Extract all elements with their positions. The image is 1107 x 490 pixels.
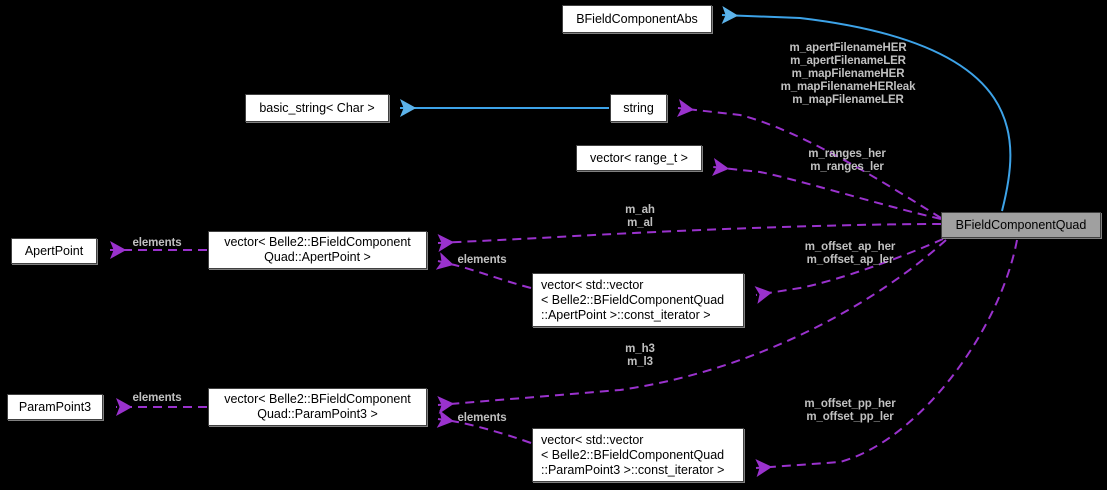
edge-label-ranges: m_ranges_her m_ranges_ler [808, 148, 886, 173]
edge-label-ah-al: m_ah m_al [625, 204, 655, 229]
node-bfieldcomponentabs[interactable]: BFieldComponentAbs [562, 5, 712, 33]
edge-label-elements-apertpoint-iterator: elements [457, 254, 507, 266]
node-string[interactable]: string [610, 94, 667, 122]
node-vector-range-t[interactable]: vector< range_t > [576, 145, 702, 171]
node-apertpoint[interactable]: ApertPoint [11, 238, 97, 264]
edge-quad-vecrange [712, 158, 942, 220]
edge-label-elements-parampoint3-iterator: elements [457, 412, 507, 424]
node-vector-parampoint3-const-iterator[interactable]: vector< std::vector < Belle2::BFieldComp… [532, 428, 744, 482]
edge-label-offset-ap: m_offset_ap_her m_offset_ap_ler [804, 241, 896, 266]
edge-label-offset-pp: m_offset_pp_her m_offset_pp_ler [804, 398, 896, 423]
node-vector-parampoint3[interactable]: vector< Belle2::BFieldComponent Quad::Pa… [208, 388, 427, 426]
node-parampoint3[interactable]: ParamPoint3 [7, 394, 103, 420]
node-vector-apertpoint-const-iterator[interactable]: vector< std::vector < Belle2::BFieldComp… [532, 273, 744, 327]
edge-label-filenames: m_apertFilenameHER m_apertFilenameLER m_… [780, 42, 916, 106]
node-basic-string-char[interactable]: basic_string< Char > [245, 94, 389, 122]
edge-label-h3-l3: m_h3 m_l3 [625, 343, 655, 368]
edge-label-elements-apertpoint: elements [132, 237, 182, 249]
node-vector-apertpoint[interactable]: vector< Belle2::BFieldComponent Quad::Ap… [208, 231, 427, 269]
edge-quad-vecparamit [755, 239, 1018, 477]
node-bfieldcomponentquad[interactable]: BFieldComponentQuad [941, 212, 1101, 238]
edge-label-elements-parampoint3: elements [132, 392, 182, 404]
